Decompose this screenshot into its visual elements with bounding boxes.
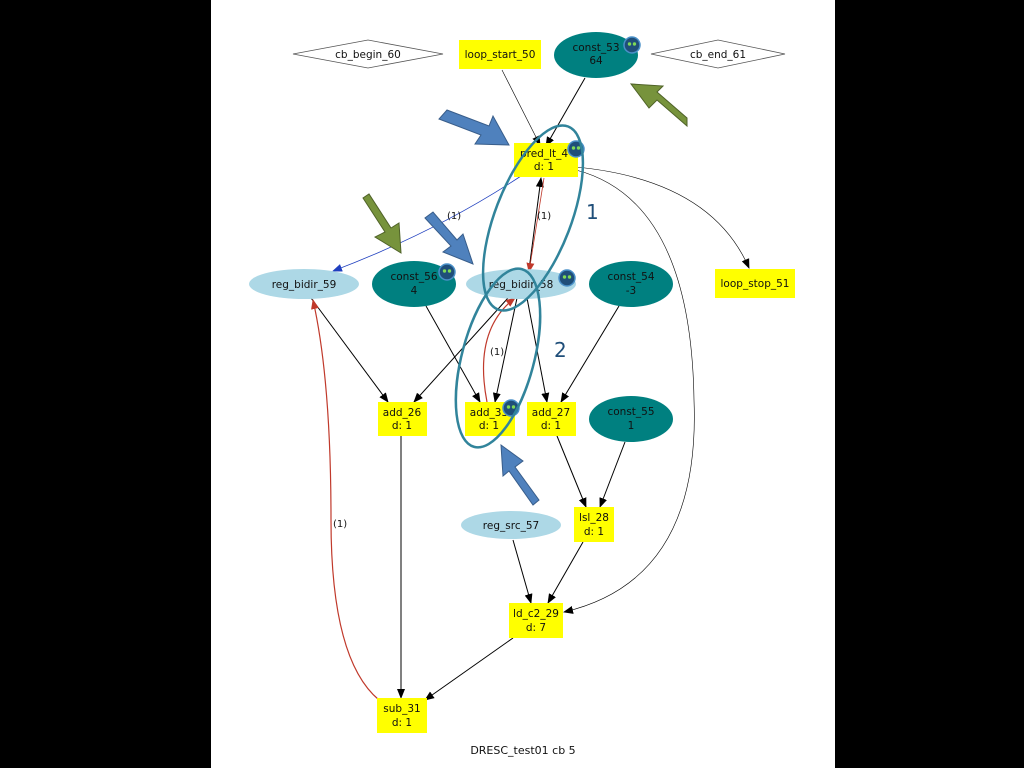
- node-sub-31: sub_31 d: 1: [377, 698, 427, 733]
- svg-text:1: 1: [628, 420, 635, 432]
- blue-arrow-to-reg-bidir-58: [424, 211, 474, 265]
- smiley-icon: [623, 36, 641, 54]
- svg-text:lsl_28: lsl_28: [579, 512, 609, 524]
- highlight-ellipse-1: [481, 124, 585, 312]
- svg-text:cb_end_61: cb_end_61: [690, 49, 746, 61]
- edge-predlt-loopstop: [575, 166, 750, 269]
- svg-text:d: 1: d: 1: [479, 420, 499, 432]
- edge-labels: (1) (1) (1) (1): [333, 211, 551, 530]
- node-reg-bidir-59: reg_bidir_59: [249, 269, 359, 299]
- node-const-55: const_55 1: [589, 396, 673, 442]
- svg-text:loop_stop_51: loop_stop_51: [721, 278, 790, 290]
- node-reg-src-57: reg_src_57: [461, 511, 561, 539]
- node-add-27: add_27 d: 1: [527, 402, 576, 436]
- svg-text:const_53: const_53: [572, 42, 619, 54]
- edge-predlt-ldc2: [563, 169, 695, 614]
- svg-text:reg_src_57: reg_src_57: [483, 520, 539, 532]
- svg-text:4: 4: [411, 285, 418, 297]
- edge-label-red-mid: (1): [490, 347, 504, 358]
- edge-regsrc-ldc2: [512, 539, 533, 604]
- blue-arrow-to-add-33: [500, 443, 540, 506]
- edge-ldc2-sub31: [424, 637, 514, 701]
- edge-add27-lsl28: [556, 435, 587, 508]
- svg-text:loop_start_50: loop_start_50: [465, 49, 536, 61]
- edge-label-blue: (1): [447, 211, 461, 222]
- svg-text:64: 64: [589, 55, 603, 67]
- blue-arrow-to-pred-lt: [438, 109, 510, 146]
- edge-const53-predlt: [545, 77, 586, 147]
- node-lsl-28: lsl_28 d: 1: [574, 507, 614, 542]
- edge-const56-add33: [425, 305, 481, 403]
- svg-text:reg_bidir_59: reg_bidir_59: [272, 279, 337, 291]
- edge-label-red-top: (1): [537, 211, 551, 222]
- graph-canvas: (1) (1) (1) (1) cb_begin_60 loop_start_5…: [211, 0, 835, 768]
- node-add-26: add_26 d: 1: [378, 402, 427, 436]
- node-pred-lt: pred_lt_4 d: 1: [514, 140, 585, 177]
- annotation-1: 1: [586, 200, 599, 224]
- olive-arrow-to-const-56: [362, 193, 402, 254]
- edge-regbidir58-add33: [492, 297, 518, 403]
- dependency-graph: (1) (1) (1) (1) cb_begin_60 loop_start_5…: [249, 32, 795, 757]
- edge-regbidir58-add26: [413, 297, 509, 403]
- node-loop-stop: loop_stop_51: [715, 269, 795, 298]
- svg-text:ld_c2_29: ld_c2_29: [513, 608, 559, 620]
- svg-text:pred_lt_4: pred_lt_4: [520, 148, 568, 160]
- svg-text:const_55: const_55: [607, 406, 654, 418]
- node-ld-c2-29: ld_c2_29 d: 7: [509, 603, 563, 638]
- edge-regbidir59-add26: [310, 297, 389, 403]
- smiley-icon: [438, 263, 456, 281]
- node-loop-start: loop_start_50: [459, 40, 541, 69]
- svg-text:sub_31: sub_31: [383, 703, 420, 715]
- svg-text:const_54: const_54: [607, 271, 654, 283]
- node-const-56: const_56 4: [372, 261, 456, 307]
- edge-sub31-regbidir59-red: [311, 299, 380, 701]
- svg-text:d: 7: d: 7: [526, 622, 546, 634]
- graph-caption: DRESC_test01 cb 5: [470, 744, 575, 757]
- smiley-icon: [558, 269, 576, 287]
- edge-regbidir58-predlt-black: [528, 177, 544, 271]
- svg-text:const_56: const_56: [390, 271, 437, 283]
- edge-label-red-left: (1): [333, 519, 347, 530]
- node-const-54: const_54 -3: [589, 261, 673, 307]
- highlight-ellipse-2: [454, 267, 542, 449]
- node-const-53: const_53 64: [554, 32, 641, 78]
- edge-loopstart-predlt: [501, 69, 541, 146]
- edge-add33-regbidir58-red: [482, 297, 516, 403]
- svg-text:cb_begin_60: cb_begin_60: [335, 49, 401, 61]
- node-cb-end: cb_end_61: [650, 39, 786, 69]
- svg-text:add_26: add_26: [383, 407, 422, 419]
- edge-const54-add27: [560, 305, 620, 403]
- svg-text:d: 1: d: 1: [392, 717, 412, 729]
- svg-text:d: 1: d: 1: [534, 161, 554, 173]
- svg-text:d: 1: d: 1: [392, 420, 412, 432]
- node-reg-bidir-58: reg_bidir_58: [466, 269, 576, 299]
- edge-const55-lsl28: [599, 441, 626, 508]
- svg-text:-3: -3: [626, 285, 636, 297]
- edge-predlt-regbidir58-red: [526, 177, 545, 273]
- edge-lsl28-ldc2: [547, 541, 584, 604]
- svg-text:add_27: add_27: [532, 407, 570, 419]
- annotation-2: 2: [554, 338, 567, 362]
- svg-text:add_33: add_33: [470, 407, 508, 419]
- olive-arrow-to-const-53: [629, 83, 688, 128]
- node-cb-begin: cb_begin_60: [292, 39, 444, 69]
- svg-text:d: 1: d: 1: [541, 420, 561, 432]
- svg-text:d: 1: d: 1: [584, 526, 604, 538]
